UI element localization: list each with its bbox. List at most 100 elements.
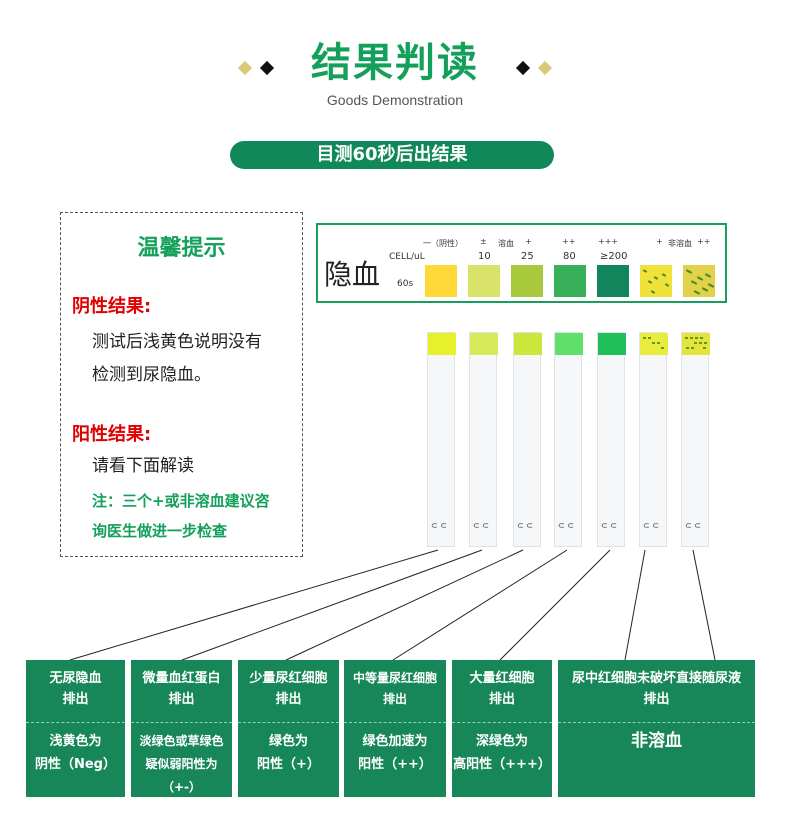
label-nonhemolysis: 非溶血	[668, 239, 692, 248]
speckle	[685, 337, 688, 339]
card-desc-line2: 阳性（++）	[358, 757, 432, 772]
result-card-nonhemolysis: 尿中红细胞未破坏直接随尿液排出 非溶血	[558, 660, 755, 797]
card-title-line2: 排出	[62, 692, 89, 707]
card-title-line2: 排出	[275, 692, 302, 707]
result-card-medium: 中等量尿红细胞排出 绿色加速为阳性（++）	[344, 660, 446, 797]
speckle	[657, 342, 660, 344]
label-plus1: +	[525, 237, 532, 246]
swatch-10	[468, 265, 500, 297]
card-title-line1: 微量血红蛋白	[142, 671, 221, 686]
label-plus2: ++	[562, 237, 576, 246]
swatch-200	[597, 265, 629, 297]
chart-unit: CELL/uL	[389, 252, 425, 262]
page-subtitle: Goods Demonstration	[326, 92, 464, 108]
speckle	[694, 342, 697, 344]
swatch-nonhemo-plus	[640, 265, 672, 297]
result-card-small: 少量尿红细胞排出 绿色为阳性（+）	[238, 660, 339, 797]
card-title-line1: 少量尿红细胞	[249, 671, 328, 686]
card-desc-line3: （+-）	[161, 780, 202, 794]
card-desc-line1: 深绿色为	[475, 734, 528, 749]
card-desc-line2: 疑似弱阳性为	[145, 757, 218, 771]
strip-pad	[428, 333, 456, 355]
instruction-banner: 目测60秒后出结果	[230, 141, 554, 169]
card-title-line2: 排出	[643, 692, 670, 707]
card-divider	[131, 722, 232, 723]
strip-pad	[682, 333, 710, 355]
positive-heading: 阳性结果:	[72, 424, 152, 445]
card-desc-line1: 非溶血	[631, 731, 682, 751]
speckle	[700, 337, 703, 339]
speckle	[695, 337, 698, 339]
speckle	[699, 342, 702, 344]
value-200: ≥200	[600, 251, 628, 262]
tips-panel	[60, 212, 303, 557]
strip-marks: ⊂ ⊂	[685, 521, 701, 530]
value-25: 25	[521, 251, 534, 262]
negative-heading: 阴性结果:	[72, 296, 152, 317]
card-desc-line1: 绿色为	[268, 734, 308, 749]
note-line2: 询医生做进一步检查	[92, 522, 228, 540]
chart-time: 60s	[397, 279, 414, 289]
card-divider	[558, 722, 755, 723]
strip-marks: ⊂ ⊂	[558, 521, 574, 530]
strip-marks: ⊂ ⊂	[517, 521, 533, 530]
swatch-25	[511, 265, 543, 297]
test-strip: ⊂ ⊂	[597, 332, 626, 547]
label-nonhemo-plus: +	[656, 237, 663, 246]
strip-pad	[640, 333, 668, 355]
speckle	[691, 347, 694, 349]
speckle	[661, 347, 664, 349]
label-trace: ±	[480, 237, 487, 246]
result-card-trace: 微量血红蛋白排出 淡绿色或草绿色疑似弱阳性为 （+-）	[131, 660, 232, 797]
speckle	[643, 337, 646, 339]
strip-marks: ⊂ ⊂	[643, 521, 659, 530]
speckle	[703, 347, 706, 349]
swatch-negative	[425, 265, 457, 297]
card-divider	[344, 722, 446, 723]
card-divider	[238, 722, 339, 723]
speckle	[648, 337, 651, 339]
strip-pad	[598, 333, 626, 355]
test-strip: ⊂ ⊂	[639, 332, 668, 547]
label-plus3: +++	[598, 237, 619, 246]
label-negative: 一（阴性）	[423, 239, 463, 248]
strip-marks: ⊂ ⊂	[473, 521, 489, 530]
strip-marks: ⊂ ⊂	[601, 521, 617, 530]
card-desc-line1: 浅黄色为	[49, 734, 102, 749]
value-80: 80	[563, 251, 576, 262]
negative-text-line1: 测试后浅黄色说明没有	[92, 332, 262, 352]
swatch-nonhemo-plus2	[683, 265, 715, 297]
strip-pad	[514, 333, 542, 355]
positive-text: 请看下面解读	[92, 456, 194, 476]
test-strip: ⊂ ⊂	[469, 332, 498, 547]
speckle	[690, 337, 693, 339]
note-line1: 注：三个+或非溶血建议咨	[92, 492, 270, 510]
card-title-line2: 排出	[382, 692, 407, 706]
card-title-line1: 尿中红细胞未破坏直接随尿液	[571, 671, 741, 686]
label-nonhemo-plus2: ++	[697, 237, 711, 246]
test-strip: ⊂ ⊂	[554, 332, 583, 547]
card-desc-line1: 淡绿色或草绿色	[139, 734, 224, 748]
card-title-line1: 无尿隐血	[49, 671, 102, 686]
result-card-none: 无尿隐血排出 浅黄色为阴性（Neg）	[26, 660, 125, 797]
card-desc-line2: 阳性（+）	[257, 757, 320, 772]
strip-pad	[555, 333, 583, 355]
card-desc-line2: 阴性（Neg）	[34, 757, 116, 772]
speckle	[652, 342, 655, 344]
value-10: 10	[478, 251, 491, 262]
card-title-line1: 大量红细胞	[469, 671, 535, 686]
result-card-large: 大量红细胞排出 深绿色为高阳性（+++）	[452, 660, 552, 797]
card-title-line2: 排出	[168, 692, 195, 707]
speckle	[704, 342, 707, 344]
chart-label: 隐血	[324, 258, 381, 291]
test-strip: ⊂ ⊂	[513, 332, 542, 547]
label-hemolysis: 溶血	[498, 239, 514, 248]
speckle	[686, 347, 689, 349]
card-title-line1: 中等量尿红细胞	[352, 671, 437, 685]
card-title-line2: 排出	[488, 692, 515, 707]
negative-text-line2: 检测到尿隐血。	[92, 365, 211, 385]
test-strip: ⊂ ⊂	[681, 332, 710, 547]
tips-title: 温馨提示	[137, 236, 226, 261]
strip-marks: ⊂ ⊂	[431, 521, 447, 530]
